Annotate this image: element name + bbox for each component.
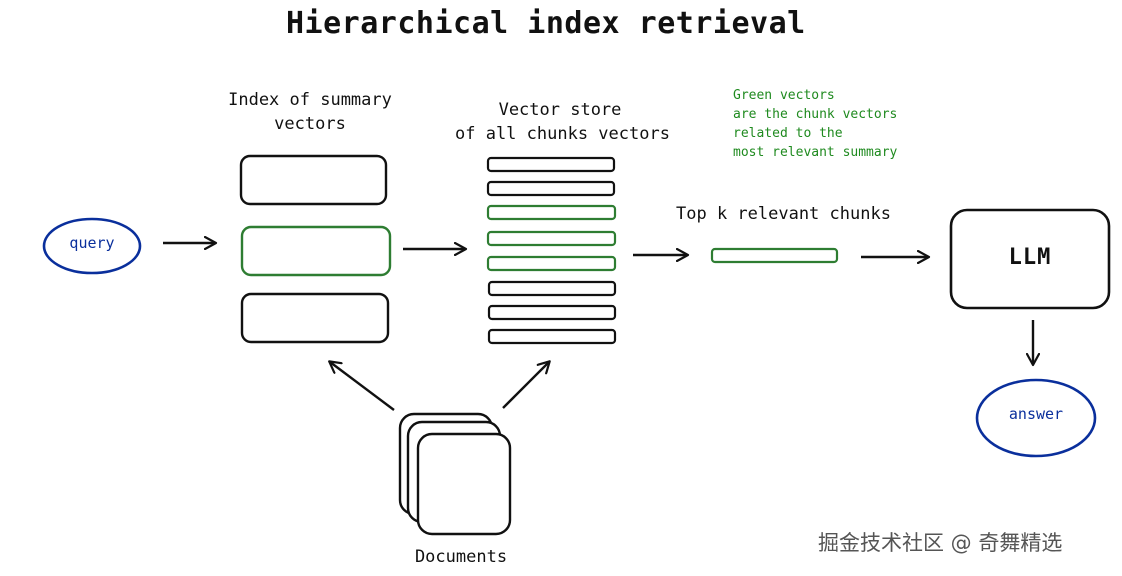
chunk-vector-highlighted — [486, 230, 617, 247]
chunk-vector — [487, 280, 617, 297]
chunk-vector — [486, 156, 616, 173]
chunk-vector-highlighted — [486, 204, 617, 221]
note-line: most relevant summary — [733, 145, 898, 160]
note-line: Green vectors — [733, 88, 835, 103]
watermark: 掘金技术社区 @ 奇舞精选 — [818, 531, 1063, 555]
arrow-documents-to-index — [330, 362, 395, 411]
vector-store-label-line: of all chunks vectors — [455, 124, 670, 144]
answer-label: answer — [1008, 405, 1064, 423]
summary-box — [240, 292, 390, 344]
vector-store-label: Vector store of all chunks vectors — [455, 98, 670, 146]
green-vectors-note: Green vectors are the chunk vectors rela… — [733, 86, 897, 162]
chunk-vector — [487, 304, 617, 321]
llm-label: LLM — [1008, 245, 1052, 270]
diagram-title: Hierarchical index retrieval — [286, 6, 806, 41]
query-ellipse — [42, 217, 142, 275]
chunk-vector — [486, 180, 616, 197]
documents-label: Documents — [414, 547, 508, 567]
index-label: Index of summary vectors — [222, 88, 398, 136]
index-label-line: Index of summary — [228, 90, 392, 110]
query-label: query — [69, 234, 115, 252]
arrow-documents-to-vector-store — [502, 362, 549, 409]
index-label-line: vectors — [274, 114, 346, 134]
note-line: related to the — [733, 126, 843, 141]
summary-box-highlighted — [240, 225, 392, 277]
documents-icon — [398, 412, 512, 536]
chunk-vector — [487, 328, 617, 345]
summary-box — [239, 154, 388, 206]
note-line: are the chunk vectors — [733, 107, 898, 122]
vector-store-label-line: Vector store — [498, 100, 622, 120]
chunk-vector-highlighted — [486, 255, 617, 272]
answer-ellipse — [975, 378, 1097, 458]
top-k-chunk — [710, 247, 839, 264]
llm-box — [949, 208, 1111, 310]
top-k-label: Top k relevant chunks — [676, 204, 891, 224]
